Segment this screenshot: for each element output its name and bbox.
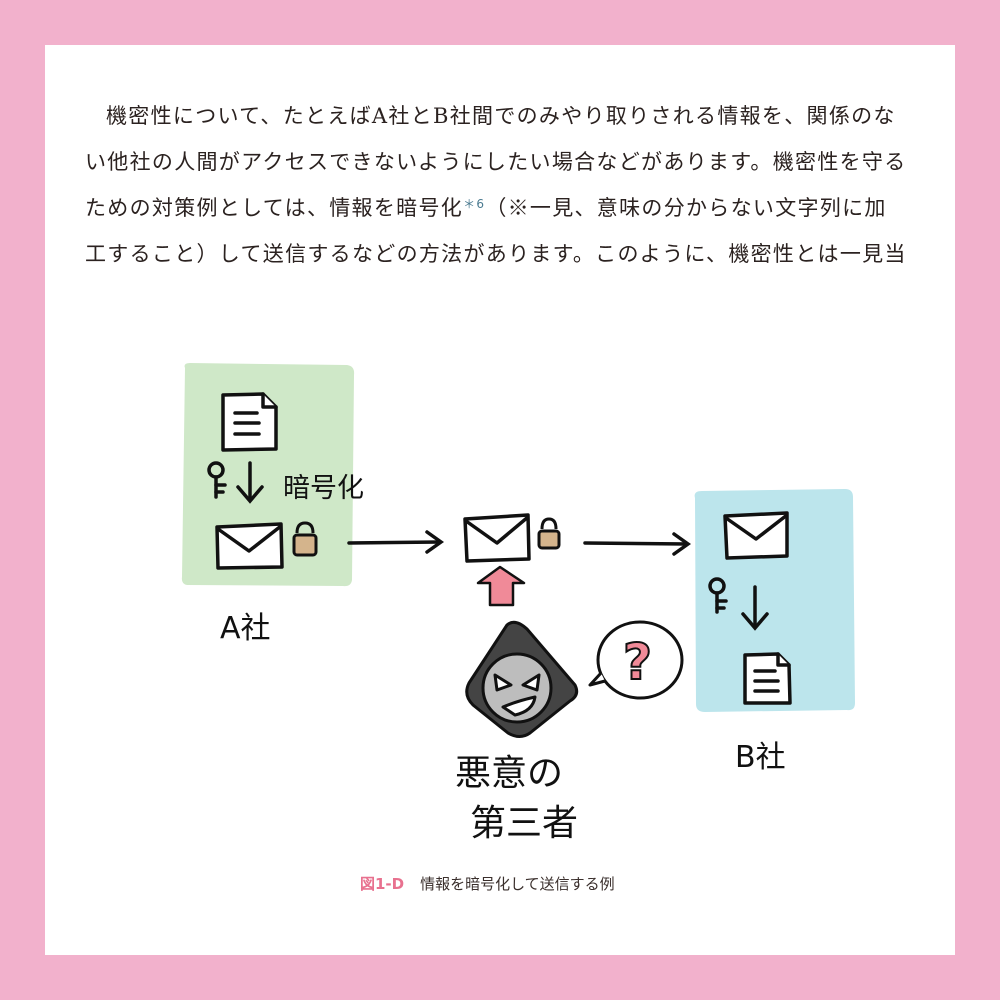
question-mark-icon: ? bbox=[623, 633, 652, 691]
arrow-down-icon bbox=[741, 585, 769, 631]
key-icon bbox=[207, 461, 227, 499]
lock-icon bbox=[537, 517, 561, 550]
page: 機密性について、たとえばA社とB社間でのみやり取りされる情報を、関係のな い他社… bbox=[45, 45, 955, 955]
caption-text: 情報を暗号化して送信する例 bbox=[420, 875, 615, 893]
intercept-arrow-icon bbox=[476, 565, 526, 607]
figure-number: 図1-D bbox=[360, 875, 405, 893]
footnote-mark: ＊6 bbox=[463, 197, 486, 211]
send-arrow-icon bbox=[583, 532, 692, 556]
body-paragraph: 機密性について、たとえばA社とB社間でのみやり取りされる情報を、関係のな い他社… bbox=[85, 93, 935, 277]
document-icon bbox=[743, 652, 792, 705]
body-line-1: 機密性について、たとえばA社とB社間でのみやり取りされる情報を、関係のな bbox=[106, 104, 896, 128]
envelope-icon bbox=[215, 522, 284, 570]
arrow-down-icon bbox=[236, 461, 264, 504]
figure-caption: 図1-D 情報を暗号化して送信する例 bbox=[360, 873, 615, 894]
envelope-icon bbox=[463, 513, 531, 563]
body-line-3a: ための対策例としては、情報を暗号化 bbox=[85, 196, 464, 220]
lock-icon bbox=[292, 521, 318, 557]
body-line-4: 工すること）して送信するなどの方法があります。このように、機密性とは一見当 bbox=[85, 242, 907, 266]
speech-bubble: ? bbox=[588, 620, 684, 700]
encryption-diagram: 暗号化 A社 bbox=[181, 363, 855, 844]
body-line-3b: （※一見、意味の分からない文字列に加 bbox=[485, 196, 887, 220]
company-a-label: A社 bbox=[220, 611, 271, 646]
body-line-2: い他社の人間がアクセスできないようにしたい場合などがあります。機密性を守る bbox=[85, 150, 907, 174]
company-b-label: B社 bbox=[735, 740, 786, 775]
send-arrow-icon bbox=[347, 530, 445, 554]
envelope-icon bbox=[723, 511, 789, 560]
body-line-3: ための対策例としては、情報を暗号化＊6（※一見、意味の分からない文字列に加 bbox=[85, 185, 935, 231]
document-icon bbox=[221, 392, 278, 452]
key-icon bbox=[708, 577, 728, 614]
encrypt-label: 暗号化 bbox=[283, 473, 364, 504]
attacker-label-line1: 悪意の bbox=[455, 753, 563, 794]
attacker-icon bbox=[465, 620, 579, 738]
attacker-label-line2: 第三者 bbox=[470, 803, 578, 844]
